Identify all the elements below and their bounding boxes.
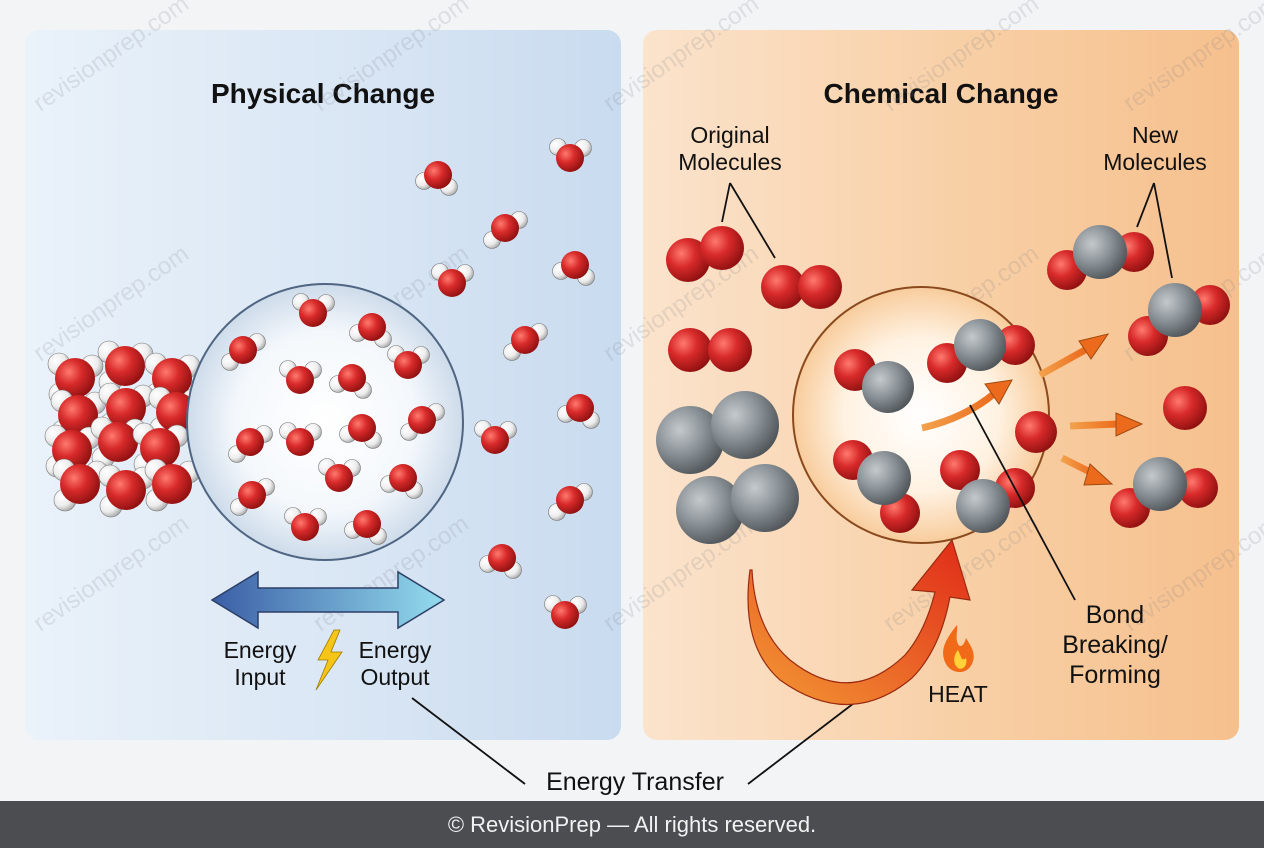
chemical-change-title: Chemical Change (823, 78, 1059, 109)
copyright-footer: © RevisionPrep — All rights reserved. (0, 801, 1264, 848)
energy-double-arrow (210, 570, 446, 630)
bond-label-leader (969, 404, 1076, 601)
reacting-molecules (833, 319, 1057, 533)
energy-transfer-leader-right (747, 699, 859, 785)
original-molecules-leader (721, 182, 776, 259)
original-molecules-label: Original Molecules (678, 122, 782, 175)
energy-input-label: Energy Input (223, 637, 297, 690)
heat-label: HEAT (928, 681, 988, 707)
lightning-icon (315, 629, 343, 691)
new-molecules-label: New Molecules (1103, 122, 1207, 175)
bond-breaking-forming-label: Bond Breaking/ Forming (1062, 601, 1168, 689)
reaction-arrow (921, 390, 998, 432)
energy-transfer-leader-left (411, 697, 526, 785)
physical-change-title: Physical Change (210, 78, 436, 109)
new-molecules-leader (1136, 182, 1173, 279)
original-molecules (656, 226, 842, 544)
product-arrows (1038, 333, 1144, 486)
energy-output-label: Energy Output (358, 637, 432, 690)
copyright-text: © RevisionPrep — All rights reserved. (447, 811, 817, 837)
new-molecules (1047, 225, 1230, 528)
ice-lattice-cluster (44, 340, 205, 518)
energy-transfer-label: Energy Transfer (546, 768, 724, 796)
reaction-arrow-head (984, 379, 1013, 405)
heat-arrow (747, 538, 971, 706)
flame-icon (943, 625, 974, 673)
